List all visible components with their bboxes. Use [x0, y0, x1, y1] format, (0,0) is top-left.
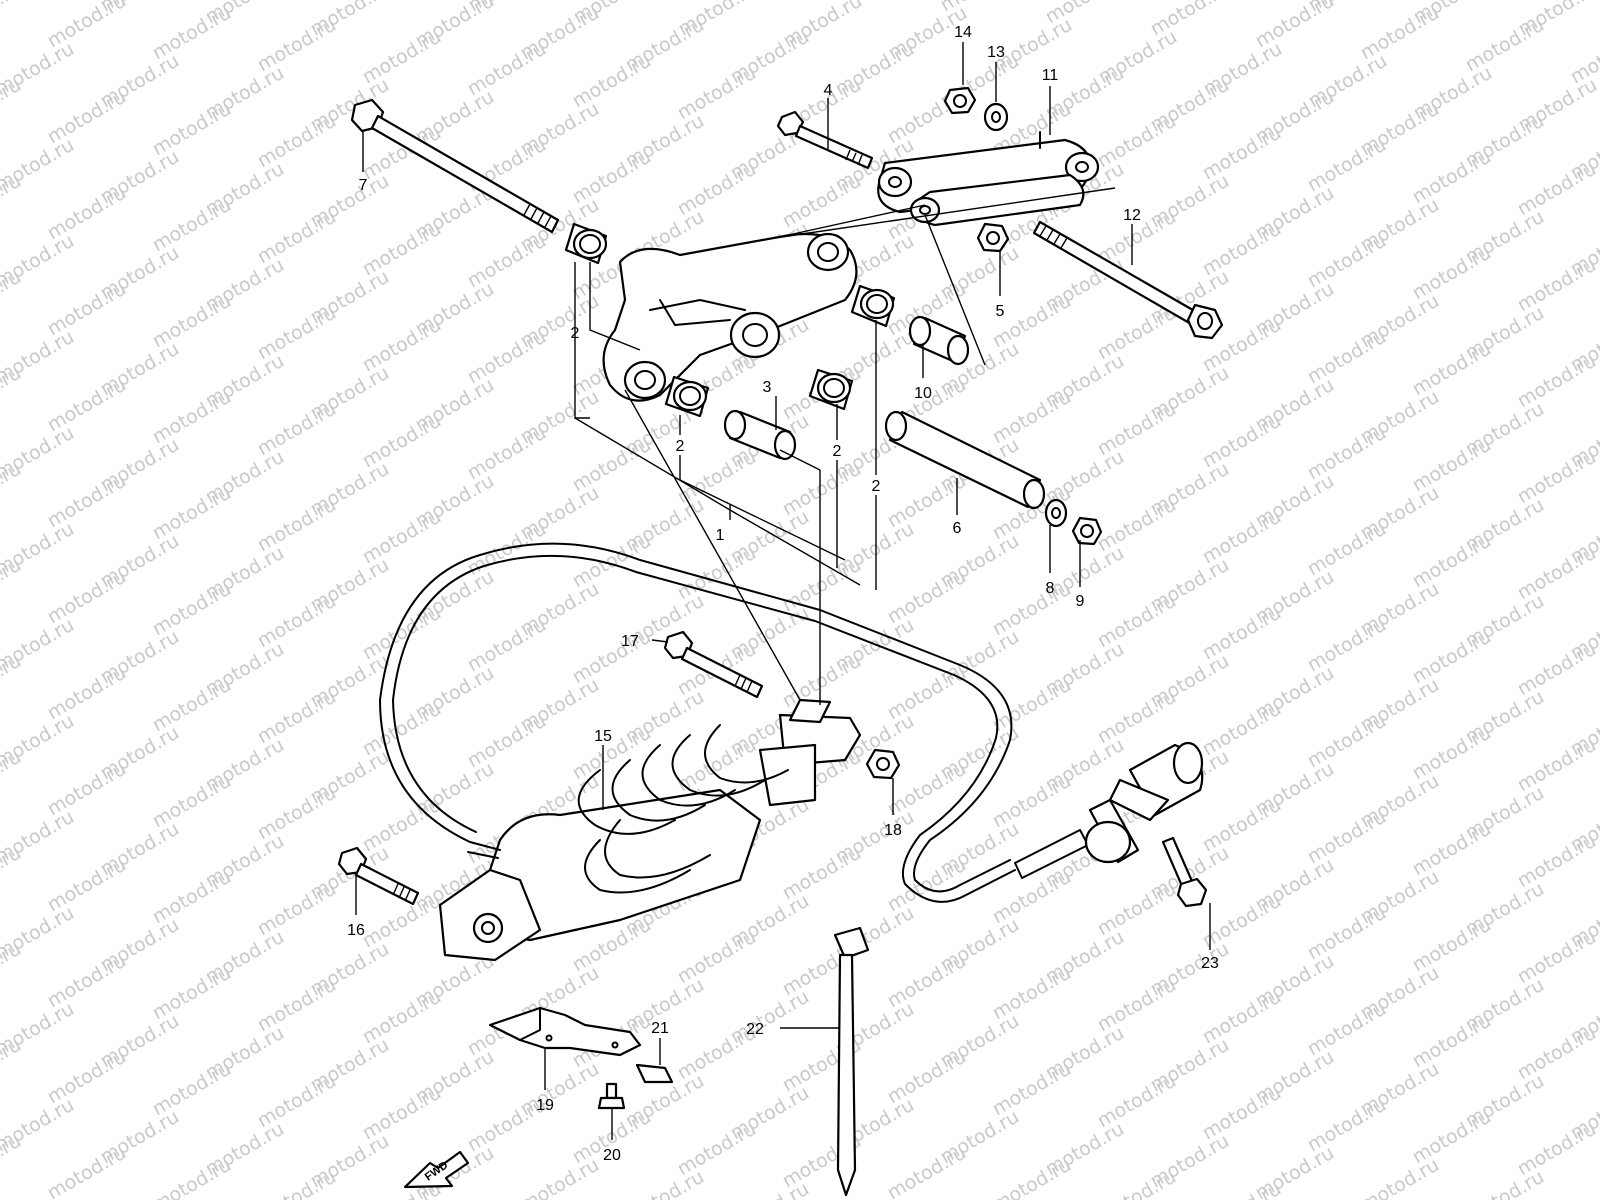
- part-10-sleeve: [908, 315, 970, 366]
- callout-9: 9: [1076, 593, 1085, 610]
- callout-labels: 1 2 2 2 2 3 4 5 6 7 8 9 10 11 12 13 14 1…: [347, 24, 1219, 1164]
- watermark-text: motod.ru: [517, 1154, 603, 1200]
- part-3-sleeve: [723, 409, 797, 461]
- watermark-text: motod.ru: [254, 1166, 340, 1200]
- callout-18: 18: [884, 822, 902, 839]
- callout-2: 2: [872, 478, 881, 495]
- part-1-link-arm: [602, 232, 858, 402]
- part-21-clip: [635, 1063, 674, 1084]
- watermark-text: motod.ru: [44, 1142, 130, 1200]
- callout-6: 6: [953, 520, 962, 537]
- part-2-bearing-a: [564, 222, 608, 265]
- leader-lines: [355, 42, 1211, 1140]
- callout-5: 5: [996, 303, 1005, 320]
- callout-10: 10: [914, 385, 932, 402]
- part-4-bolt: [776, 110, 874, 170]
- part-15-shock-absorber: [438, 698, 862, 962]
- part-19-bracket: [488, 1006, 642, 1057]
- callout-16: 16: [347, 922, 365, 939]
- callout-19: 19: [536, 1097, 554, 1114]
- part-12-bolt: [1032, 220, 1224, 340]
- callout-2: 2: [571, 325, 580, 342]
- watermark-text: motod.ru: [1094, 1166, 1180, 1200]
- callout-14: 14: [954, 24, 972, 41]
- part-14-nut: [943, 86, 977, 115]
- part-18-nut: [865, 748, 901, 780]
- part-9-nut: [1071, 516, 1103, 546]
- callout-2: 2: [676, 438, 685, 455]
- watermark-text: motod.ru: [149, 1154, 235, 1200]
- callout-3: 3: [763, 379, 772, 396]
- part-8-washer: [1044, 498, 1068, 528]
- shock-reservoir: [1014, 741, 1204, 879]
- watermark-text: motod.ru: [1462, 1166, 1548, 1200]
- part-20-screw: [597, 1082, 626, 1110]
- callout-22: 22: [746, 1021, 764, 1038]
- part-22-cable-tie: [833, 926, 870, 1197]
- watermark-text: motod.ru: [884, 1142, 970, 1200]
- callout-1: 1: [716, 527, 725, 544]
- callout-2: 2: [833, 443, 842, 460]
- callout-4: 4: [824, 82, 833, 99]
- watermark-text: motod.ru: [0, 0, 25, 40]
- part-6-sleeve: [884, 410, 1046, 510]
- callout-15: 15: [594, 728, 612, 745]
- watermark-text: motod.ru: [1567, 1178, 1600, 1200]
- callout-20: 20: [603, 1147, 621, 1164]
- callout-12: 12: [1123, 207, 1141, 224]
- part-2-bearing-b: [850, 284, 896, 328]
- callout-11: 11: [1042, 67, 1059, 84]
- watermark-text: motod.ru: [989, 1154, 1075, 1200]
- callout-13: 13: [987, 44, 1005, 61]
- watermark-text: motod.ru: [622, 1166, 708, 1200]
- part-16-bolt: [337, 846, 420, 906]
- watermark-text: motod.ru: [1199, 1178, 1285, 1200]
- callout-23: 23: [1201, 955, 1219, 972]
- part-13-washer: [983, 102, 1009, 132]
- callout-17: 17: [621, 633, 639, 650]
- callout-7: 7: [359, 177, 368, 194]
- callout-8: 8: [1046, 580, 1055, 597]
- part-7-bolt: [350, 98, 560, 234]
- watermark-text: motod.ru: [1357, 1154, 1443, 1200]
- part-23-bolt: [1161, 836, 1208, 908]
- part-2-bearing-c: [664, 375, 710, 418]
- callout-21: 21: [651, 1020, 669, 1037]
- watermark-text: motod.ru: [727, 1178, 813, 1200]
- part-17-bolt: [663, 630, 764, 699]
- part-11-rod: [877, 131, 1100, 227]
- part-2-bearing-d: [808, 368, 854, 411]
- part-5-nut: [976, 222, 1010, 253]
